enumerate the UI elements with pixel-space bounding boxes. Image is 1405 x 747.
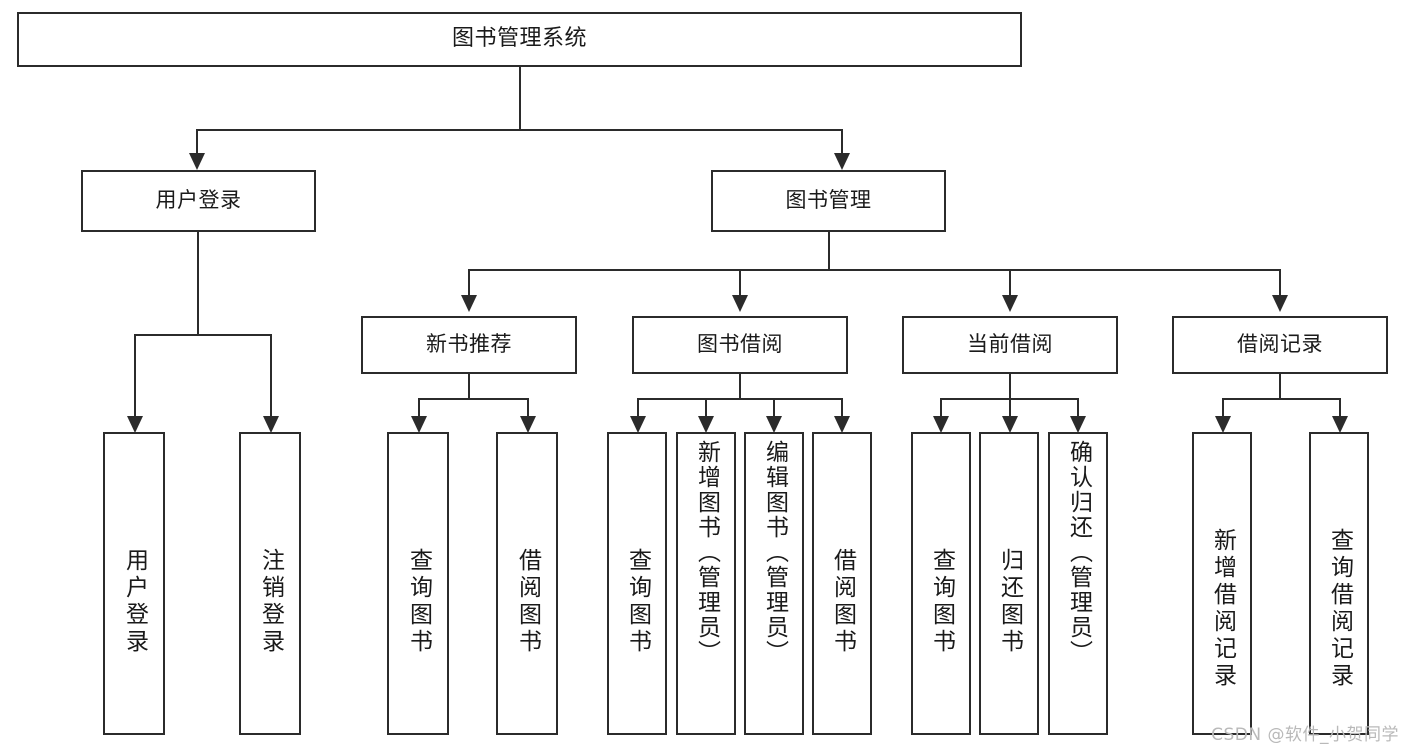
node-label: 注销登录: [257, 548, 284, 656]
arrowhead-bb-leaf1: [630, 416, 646, 433]
connector-to-book-borrow: [739, 269, 741, 297]
connector-bb-leaf2: [705, 398, 707, 418]
arrowhead-nbr-leaf1: [411, 416, 427, 433]
leaf-return-book[interactable]: 归还图书: [979, 432, 1039, 735]
node-label: 查询图书: [928, 548, 955, 656]
arrowhead-book-borrow: [732, 295, 748, 312]
connector-user-login-stem: [197, 232, 199, 335]
connector-bb-leaf4: [841, 398, 843, 418]
connector-book-borrow-stem: [739, 374, 741, 400]
connector-current-borrow-stem: [1009, 374, 1011, 400]
connector-book-manage-bus: [468, 269, 1280, 271]
arrowhead-bb-leaf4: [834, 416, 850, 433]
arrowhead-br-leaf1: [1215, 416, 1231, 433]
node-label: 查询图书: [405, 548, 432, 656]
node-label: 新增借阅记录: [1209, 528, 1236, 690]
connector-borrow-record-bus: [1222, 398, 1340, 400]
node-label: 图书管理系统: [451, 26, 587, 52]
node-current-borrow[interactable]: 当前借阅: [902, 316, 1118, 374]
leaf-query-book-current[interactable]: 查询图书: [911, 432, 971, 735]
node-book-borrow[interactable]: 图书借阅: [632, 316, 848, 374]
node-book-manage[interactable]: 图书管理: [711, 170, 946, 232]
leaf-borrow-book-recommend[interactable]: 借阅图书: [496, 432, 558, 735]
connector-borrow-record-stem: [1279, 374, 1281, 400]
connector-new-book-rec-stem: [468, 374, 470, 400]
leaf-query-book-borrow[interactable]: 查询图书: [607, 432, 667, 735]
arrowhead-cb-leaf3: [1070, 416, 1086, 433]
node-label: 归还图书: [996, 548, 1023, 656]
connector-to-borrow-record: [1279, 269, 1281, 297]
connector-root-to-book-manage: [841, 129, 843, 156]
node-label: 用户登录: [121, 548, 148, 656]
leaf-query-borrow-record[interactable]: 查询借阅记录: [1309, 432, 1369, 735]
arrowhead-borrow-record: [1272, 295, 1288, 312]
arrowhead-nbr-leaf2: [520, 416, 536, 433]
node-borrow-record[interactable]: 借阅记录: [1172, 316, 1388, 374]
connector-to-leaf-logout: [270, 334, 272, 419]
arrowhead-bb-leaf2: [698, 416, 714, 433]
arrowhead-book-manage: [834, 153, 850, 170]
connector-root-to-user-login: [196, 129, 198, 156]
node-label: 查询图书: [624, 548, 651, 656]
connector-new-book-rec-bus: [418, 398, 528, 400]
node-label: 当前借阅: [967, 332, 1053, 357]
leaf-edit-book[interactable]: 编辑图书（管理员）: [744, 432, 804, 735]
csdn-watermark: CSDN @软件_小贺同学: [1211, 725, 1399, 745]
node-label: 新书推荐: [426, 332, 512, 357]
connector-to-new-book-rec: [468, 269, 470, 297]
connector-root-bus: [196, 129, 843, 131]
node-root-system[interactable]: 图书管理系统: [17, 12, 1022, 67]
node-label: 借阅图书: [514, 548, 541, 656]
arrowhead-user-login: [189, 153, 205, 170]
connector-nbr-leaf2: [527, 398, 529, 418]
connector-cb-leaf3: [1077, 398, 1079, 418]
connector-book-borrow-bus: [637, 398, 843, 400]
connector-nbr-leaf1: [418, 398, 420, 418]
node-label: 用户登录: [155, 188, 242, 213]
arrowhead-leaf-logout: [263, 416, 279, 433]
arrowhead-new-book-rec: [461, 295, 477, 312]
node-label: 确认归还（管理员）: [1065, 440, 1092, 665]
node-user-login[interactable]: 用户登录: [81, 170, 316, 232]
connector-to-leaf-user-login: [134, 334, 136, 419]
arrowhead-cb-leaf2: [1002, 416, 1018, 433]
arrowhead-bb-leaf3: [766, 416, 782, 433]
leaf-user-login[interactable]: 用户登录: [103, 432, 165, 735]
leaf-confirm-return[interactable]: 确认归还（管理员）: [1048, 432, 1108, 735]
connector-user-login-bus: [134, 334, 272, 336]
node-label: 编辑图书（管理员）: [761, 440, 788, 665]
connector-to-current-borrow: [1009, 269, 1011, 297]
leaf-add-borrow-record[interactable]: 新增借阅记录: [1192, 432, 1252, 735]
connector-cb-leaf2: [1009, 398, 1011, 418]
leaf-borrow-book[interactable]: 借阅图书: [812, 432, 872, 735]
node-label: 新增图书（管理员）: [693, 440, 720, 665]
leaf-logout[interactable]: 注销登录: [239, 432, 301, 735]
arrowhead-br-leaf2: [1332, 416, 1348, 433]
node-label: 图书管理: [785, 188, 872, 213]
connector-bb-leaf1: [637, 398, 639, 418]
leaf-query-book-recommend[interactable]: 查询图书: [387, 432, 449, 735]
arrowhead-current-borrow: [1002, 295, 1018, 312]
arrowhead-cb-leaf1: [933, 416, 949, 433]
node-label: 借阅图书: [829, 548, 856, 656]
connector-root-stem: [519, 67, 521, 130]
node-new-book-recommend[interactable]: 新书推荐: [361, 316, 577, 374]
arrowhead-leaf-user-login: [127, 416, 143, 433]
connector-br-leaf2: [1339, 398, 1341, 418]
connector-br-leaf1: [1222, 398, 1224, 418]
node-label: 查询借阅记录: [1326, 528, 1353, 690]
leaf-add-book[interactable]: 新增图书（管理员）: [676, 432, 736, 735]
connector-cb-leaf1: [940, 398, 942, 418]
node-label: 借阅记录: [1237, 332, 1323, 357]
connector-bb-leaf3: [773, 398, 775, 418]
connector-book-manage-stem: [828, 232, 830, 271]
node-label: 图书借阅: [697, 332, 783, 357]
